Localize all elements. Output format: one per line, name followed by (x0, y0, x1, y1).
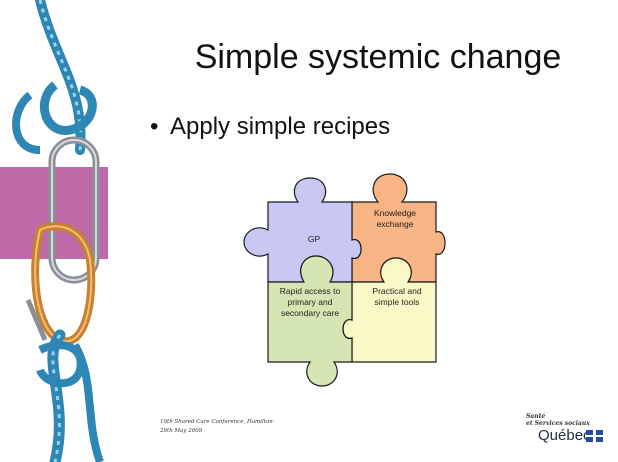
bullet-dot: • (150, 113, 159, 140)
puzzle-piece-rapid (267, 255, 353, 387)
footer-note: 10th Shared Care Conference, Hamilton 29… (160, 418, 273, 436)
piece-label-gp: GP (307, 234, 321, 244)
rope-carabiner-image (12, 0, 104, 462)
logo-line-1: Santé (526, 413, 546, 420)
puzzle-graphic (243, 173, 446, 387)
logo-line-3: Québec (538, 427, 591, 444)
quebec-logo: Santé et Services sociaux Québec (526, 413, 606, 453)
bullet-text: Apply simple recipes (170, 113, 391, 140)
slide-title: Simple systemic change (194, 38, 562, 76)
bullet-item: • Apply simple recipes (150, 113, 390, 141)
piece-label-knowledge: Knowledge exchange (373, 208, 417, 229)
puzzle-diagram: GP Knowledge exchange Rapid access to pr… (238, 162, 448, 392)
footer-line-2: 29th May 2009 (160, 428, 203, 434)
footer-line-1: 10th Shared Care Conference, Hamilton (160, 419, 273, 425)
piece-label-tools: Practical and simple tools (372, 286, 422, 307)
piece-label-rapid: Rapid access to primary and secondary ca… (279, 286, 341, 318)
quebec-flag-icon (586, 430, 603, 442)
logo-line-2: et Services sociaux (526, 420, 590, 427)
